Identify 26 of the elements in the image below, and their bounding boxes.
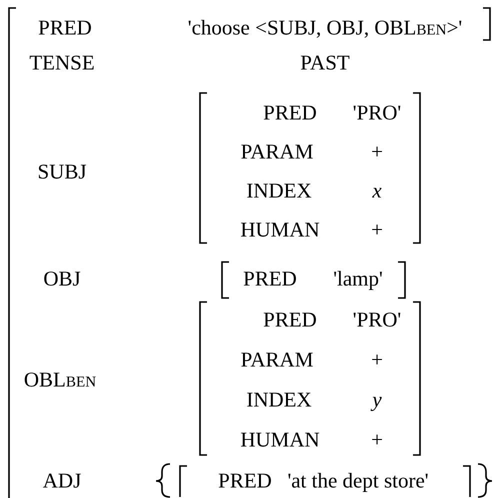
attribute-label: SUBJ: [37, 160, 87, 184]
attribute-value: 'at the dept store': [287, 469, 429, 493]
attribute-label: PRED: [243, 267, 297, 291]
attribute-label: ADJ: [42, 469, 82, 493]
attribute-label: PARAM: [240, 348, 314, 372]
attribute-value: +: [371, 348, 383, 372]
attribute-value: y: [372, 388, 382, 412]
attribute-label: PRED: [218, 469, 272, 493]
attribute-label: TENSE: [29, 51, 95, 75]
attribute-value: +: [371, 140, 383, 164]
attribute-label: HUMAN: [240, 428, 320, 452]
attribute-label: PARAM: [240, 140, 314, 164]
attribute-label: INDEX: [246, 388, 312, 412]
attribute-value: +: [371, 428, 383, 452]
attribute-label: PRED: [263, 101, 317, 125]
attribute-label: INDEX: [246, 179, 312, 203]
attribute-value: 'PRO': [352, 308, 402, 332]
attribute-label: PRED: [263, 308, 317, 332]
attribute-value: 'lamp': [333, 267, 383, 291]
attribute-label: PRED: [38, 16, 92, 40]
attribute-label: HUMAN: [240, 218, 320, 242]
attribute-value: 'PRO': [352, 101, 402, 125]
attribute-value: +: [371, 218, 383, 242]
attribute-label: OBJ: [43, 267, 81, 291]
attribute-value: x: [372, 179, 382, 203]
attribute-value: PAST: [300, 51, 350, 75]
